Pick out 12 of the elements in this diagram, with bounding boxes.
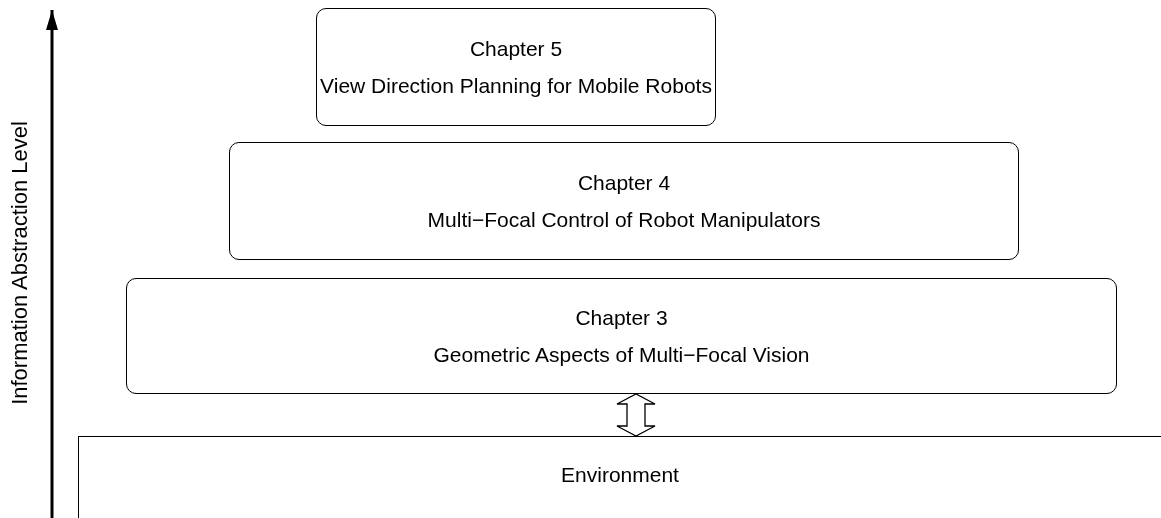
node-label: Environment bbox=[561, 463, 679, 487]
chapter-title: Multi−Focal Control of Robot Manipulators bbox=[427, 208, 821, 232]
chapter-heading: Chapter 3 bbox=[575, 305, 668, 329]
axis-label: Information Abstraction Level bbox=[7, 120, 33, 407]
chapter-box bbox=[126, 278, 1117, 394]
chapter-heading: Chapter 5 bbox=[469, 36, 563, 60]
chapter-box bbox=[316, 8, 716, 126]
chapter-title: View Direction Planning for Mobile Robots bbox=[320, 74, 712, 98]
chapter-box bbox=[229, 142, 1019, 260]
chapter-title: Geometric Aspects of Multi−Focal Vision bbox=[433, 343, 810, 367]
environment-box bbox=[78, 436, 1161, 518]
chapter-heading: Chapter 4 bbox=[577, 170, 671, 194]
